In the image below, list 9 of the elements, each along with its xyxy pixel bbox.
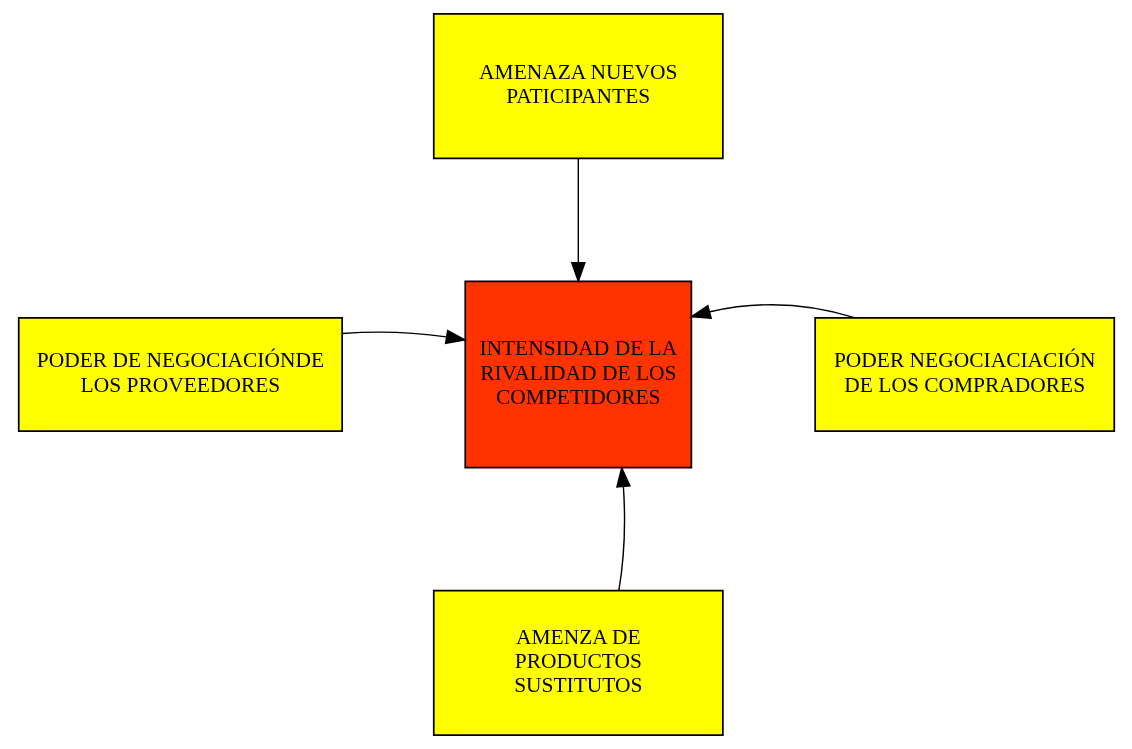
node-box: PODER DE NEGOCIACIÓNDE LOS PROVEEDORES [17, 317, 343, 432]
node-box: AMENAZA NUEVOS PATICIPANTES [432, 13, 724, 160]
arrow [615, 465, 631, 592]
arrow [341, 329, 467, 345]
node-box: AMENZA DE PRODUCTOS SUSTITUTOS [432, 589, 724, 736]
node-box: INTENSIDAD DE LA RIVALIDAD DE LOS COMPETIDORES [463, 280, 692, 469]
arrow [570, 157, 586, 284]
node-box: PODER NEGOCIACIACIÓN DE LOS COMPRADORES [813, 317, 1115, 432]
arrow [688, 304, 856, 320]
